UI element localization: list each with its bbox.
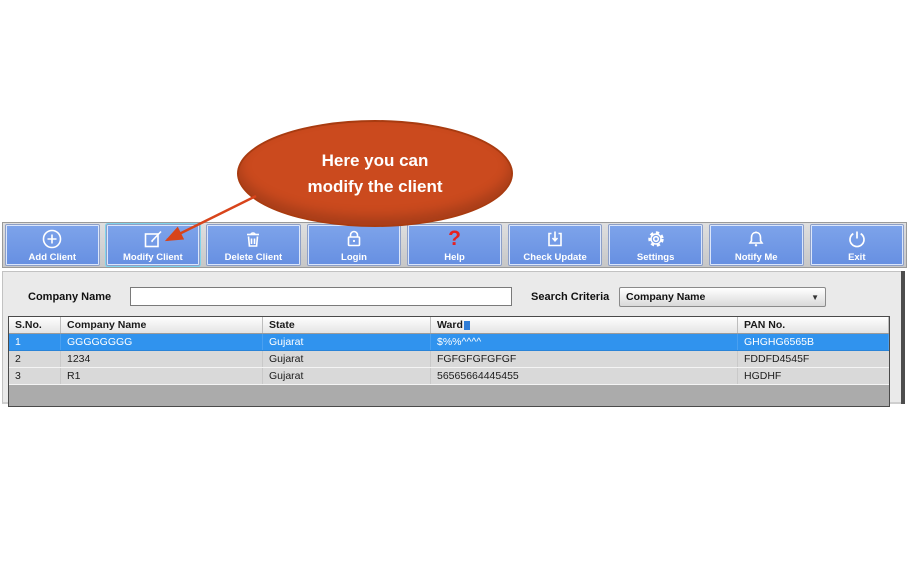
- gear-icon: [644, 226, 668, 251]
- trash-icon: [241, 226, 265, 251]
- button-label: Settings: [636, 252, 675, 263]
- table-cell: FDDFD4545F: [744, 353, 810, 365]
- table-cell: Gujarat: [263, 351, 431, 367]
- callout-text-line2: modify the client: [307, 176, 443, 196]
- table-cell: 1: [9, 334, 61, 350]
- edit-icon: [141, 226, 165, 251]
- search-criteria-dropdown[interactable]: Company Name ▼: [619, 287, 826, 307]
- button-label: Check Update: [523, 252, 587, 263]
- table-cell: Gujarat: [263, 334, 431, 350]
- col-header-state[interactable]: State: [263, 317, 431, 333]
- login-button[interactable]: Login: [307, 225, 401, 265]
- text-cursor: [463, 320, 470, 330]
- button-label: Modify Client: [123, 252, 183, 263]
- toolbar: Add Client Modify Client Delete Client: [2, 222, 907, 268]
- exit-button[interactable]: Exit: [810, 225, 904, 265]
- table-header-row: S.No. Company Name State Ward PAN No.: [9, 317, 889, 334]
- help-button[interactable]: ? Help: [408, 225, 501, 265]
- window-right-edge: [901, 271, 905, 404]
- table-row[interactable]: 1 GGGGGGGG Gujarat $%%^^^^ GHGHG6565B: [9, 334, 889, 351]
- callout-bubble: Here you can modify the client: [237, 120, 513, 227]
- question-mark-icon: ?: [448, 226, 461, 250]
- search-criteria-label: Search Criteria: [531, 291, 610, 303]
- plus-circle-icon: [40, 226, 64, 251]
- table-cell: GHGHG6565B: [738, 334, 889, 350]
- chevron-down-icon: ▼: [811, 292, 819, 302]
- add-client-button[interactable]: Add Client: [6, 225, 99, 265]
- download-icon: [543, 226, 567, 251]
- button-label: Add Client: [28, 252, 77, 263]
- check-update-button[interactable]: Check Update: [508, 225, 602, 265]
- table-cell: 3: [9, 368, 61, 384]
- table-empty-area: [9, 385, 889, 406]
- button-label: Exit: [848, 252, 866, 263]
- settings-button[interactable]: Settings: [609, 225, 702, 265]
- table-row[interactable]: 2 1234 Gujarat FGFGFGFGFGF FDDFD4545F: [9, 351, 889, 368]
- power-icon: [845, 226, 869, 251]
- col-header-company-name[interactable]: Company Name: [61, 317, 263, 333]
- table-cell: FGFGFGFGFGF: [431, 351, 738, 367]
- table-cell: Gujarat: [263, 368, 431, 384]
- table-cell: 56565664445455: [431, 368, 738, 384]
- button-label: Login: [341, 252, 367, 263]
- col-header-ward-text: Ward: [437, 319, 463, 331]
- table-cell: $%%^^^^: [431, 334, 738, 350]
- delete-client-button[interactable]: Delete Client: [207, 225, 300, 265]
- col-header-pan-no[interactable]: PAN No.: [738, 317, 889, 333]
- button-label: Help: [444, 252, 465, 263]
- col-header-ward[interactable]: Ward: [431, 317, 738, 333]
- table-cell: 2: [9, 351, 61, 367]
- search-criteria-value: Company Name: [626, 291, 706, 303]
- table-cell: HGDHF: [744, 370, 782, 382]
- button-label: Delete Client: [224, 252, 283, 263]
- button-label: Notify Me: [734, 252, 778, 263]
- table-row[interactable]: 3 R1 Gujarat 56565664445455 HGDHF: [9, 368, 889, 385]
- table-cell: GGGGGGGG: [61, 334, 263, 350]
- callout-text-line1: Here you can: [321, 150, 429, 170]
- table-cell: 1234: [61, 351, 263, 367]
- modify-client-button[interactable]: Modify Client: [106, 225, 200, 265]
- notify-me-button[interactable]: Notify Me: [709, 225, 803, 265]
- lock-icon: [342, 226, 366, 251]
- bell-icon: [744, 226, 768, 251]
- table-cell: R1: [61, 368, 263, 384]
- company-name-label: Company Name: [28, 291, 112, 303]
- company-name-input[interactable]: [130, 287, 512, 306]
- clients-table: S.No. Company Name State Ward PAN No. 1 …: [8, 316, 890, 407]
- col-header-sno[interactable]: S.No.: [9, 317, 61, 333]
